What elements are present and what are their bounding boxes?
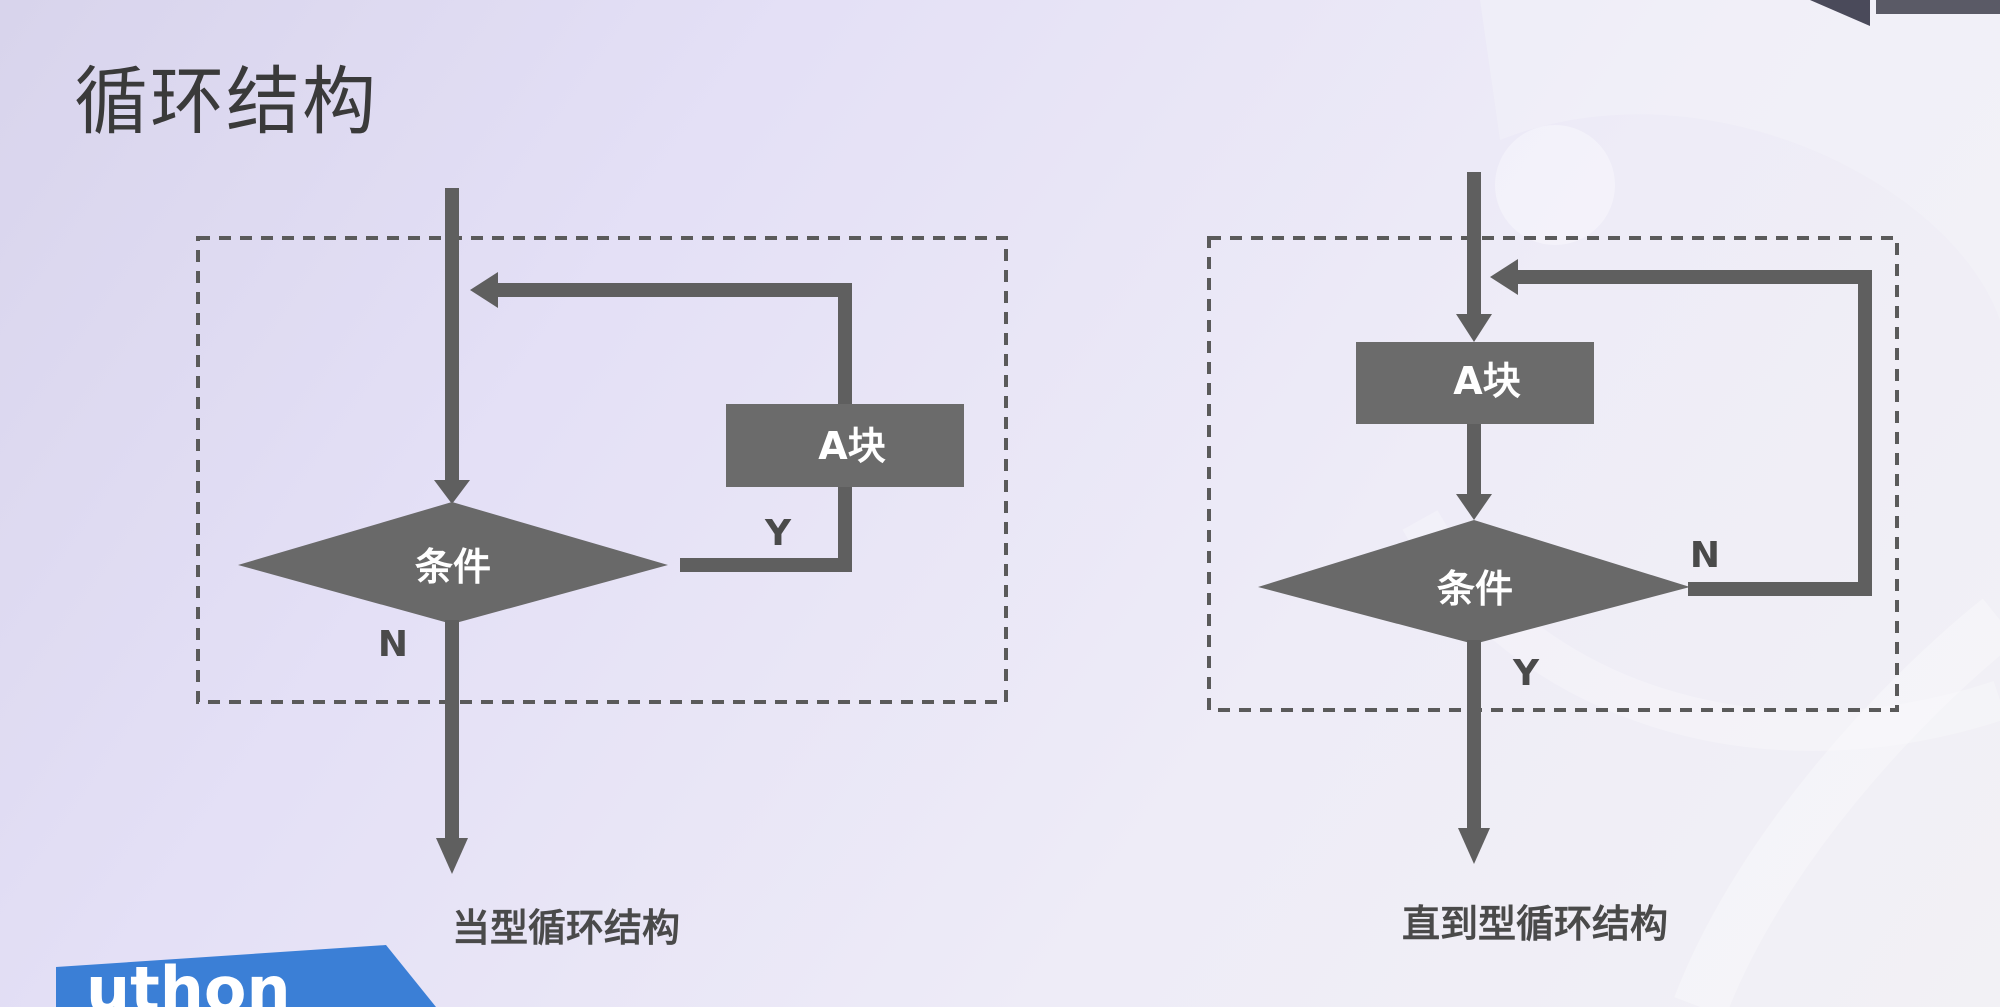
until-no-label: N [1690, 535, 1720, 576]
until-no-line-vertical [1858, 270, 1872, 596]
while-yes-line-horizontal [680, 558, 852, 572]
while-loopback-arrowhead [470, 272, 498, 308]
python-watermark-tab: uthon [56, 945, 436, 1007]
until-no-line-horizontal [1688, 582, 1872, 596]
while-entry-arrowhead [434, 480, 470, 504]
while-a-block [726, 404, 964, 487]
page-title: 循环结构 [74, 59, 378, 145]
until-exit-line [1467, 640, 1481, 830]
while-loopback-horizontal [490, 283, 852, 297]
until-condition-diamond [1258, 520, 1690, 644]
while-a-block-label: A块 [818, 424, 885, 468]
while-loop-caption: 当型循环结构 [452, 906, 681, 950]
while-entry-line [445, 188, 459, 488]
until-a-block-label: A块 [1453, 359, 1520, 403]
until-block-to-condition-line [1467, 424, 1481, 500]
until-loopback-arrowhead [1490, 259, 1518, 295]
until-condition-label: 条件 [1437, 567, 1513, 611]
until-a-block [1356, 342, 1594, 424]
python-tab-shape [56, 945, 436, 1007]
until-exit-arrowhead [1458, 828, 1490, 864]
until-yes-label: Y [1512, 653, 1540, 694]
while-condition-diamond [238, 502, 668, 624]
while-no-label: N [378, 624, 408, 665]
while-yes-label: Y [764, 513, 792, 554]
until-loopback-horizontal [1510, 270, 1872, 284]
while-loopback-vertical [838, 283, 852, 404]
while-exit-line [445, 620, 459, 840]
while-yes-line-vertical [838, 484, 852, 572]
corner-logo-icon [1810, 0, 2000, 26]
while-exit-arrowhead [436, 838, 468, 874]
until-loop-boundary [1207, 236, 1899, 712]
until-loop-diagram: A块 条件 N Y [1207, 172, 1899, 864]
while-condition-label: 条件 [415, 545, 491, 589]
python-watermark-text: uthon [86, 953, 291, 1007]
until-entry-line [1467, 172, 1481, 320]
while-loop-boundary [196, 236, 1008, 704]
until-entry-arrowhead [1456, 314, 1492, 342]
until-block-to-condition-arrowhead [1456, 494, 1492, 520]
while-loop-diagram: 条件 Y A块 N [196, 188, 1008, 874]
until-loop-caption: 直到型循环结构 [1402, 902, 1669, 946]
